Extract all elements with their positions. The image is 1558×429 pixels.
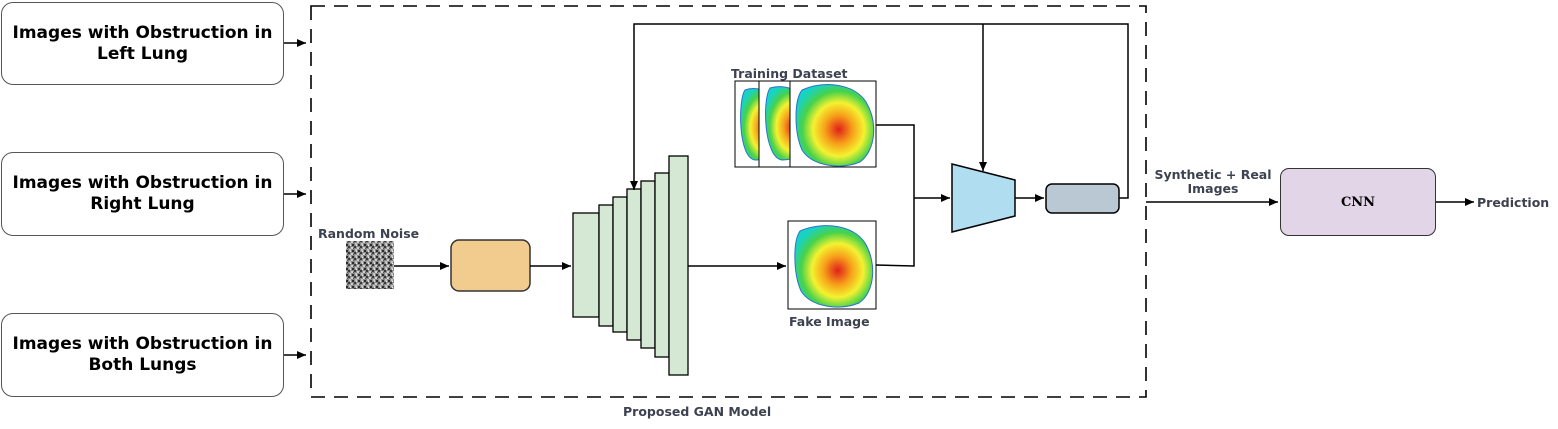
cnn-block: CNN: [1280, 168, 1436, 236]
synthetic-real-label: Synthetic + Real Images: [1154, 167, 1272, 196]
mapping-block: [450, 239, 531, 292]
random-noise-label: Random Noise: [318, 226, 420, 241]
input-right-lung: Images with Obstruction in Right Lung: [1, 152, 284, 236]
feedback-loop: [630, 23, 1129, 199]
generator: [572, 155, 689, 376]
gan-boundary: [310, 5, 1147, 398]
generator-layer: [598, 204, 614, 327]
generator-layer: [612, 196, 628, 333]
fake-image: [787, 220, 877, 310]
prediction-label: Prediction: [1477, 195, 1550, 210]
cnn-label: CNN: [1340, 194, 1376, 210]
gan-model-label: Proposed GAN Model: [623, 404, 772, 419]
fake-image-label: Fake Image: [789, 314, 870, 329]
random-noise-image: [346, 241, 394, 289]
discriminator-output-block: [1045, 183, 1120, 214]
generator-layer: [640, 180, 656, 349]
input-both-lungs: Images with Obstruction in Both Lungs: [1, 313, 284, 397]
generator-layer: [654, 172, 670, 358]
training-dataset-label: Training Dataset: [731, 66, 848, 81]
discriminator: [951, 163, 1016, 233]
training-dataset-images: [734, 80, 877, 168]
generator-layer: [572, 212, 600, 318]
generator-layer: [668, 155, 689, 376]
input-left-lung: Images with Obstruction in Left Lung: [1, 2, 284, 85]
generator-layer: [626, 188, 642, 341]
